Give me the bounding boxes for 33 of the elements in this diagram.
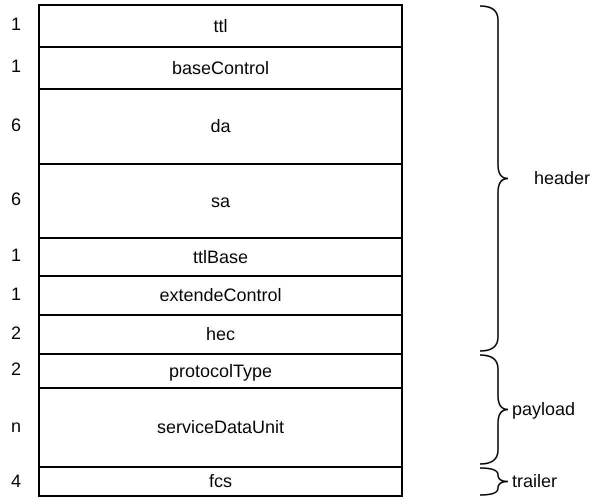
section-label: trailer <box>512 470 558 492</box>
byte-count: 6 <box>10 189 22 210</box>
field-row <box>38 275 403 316</box>
field-name: serviceDataUnit <box>156 417 284 438</box>
byte-count: 1 <box>10 56 22 77</box>
byte-count: 1 <box>10 14 22 35</box>
field-name: ttl <box>213 16 228 36</box>
byte-count: 1 <box>10 284 22 304</box>
field-row <box>38 163 403 239</box>
field-name: hec <box>206 324 236 345</box>
field-name: baseControl <box>172 58 270 78</box>
field-name: da <box>210 116 231 137</box>
field-row <box>38 88 403 165</box>
byte-count: 2 <box>10 322 22 344</box>
field-name: fcs <box>208 471 232 492</box>
field-row <box>38 237 403 277</box>
byte-count: 1 <box>10 245 22 266</box>
field-row <box>38 314 403 355</box>
section-label: payload <box>512 398 576 420</box>
field-name: sa <box>210 190 230 212</box>
byte-count: 6 <box>10 114 22 136</box>
field-row <box>38 4 403 48</box>
byte-count: 2 <box>10 359 22 380</box>
section-label: header <box>534 168 590 188</box>
field-name: protocolType <box>168 360 272 382</box>
field-name: ttlBase <box>192 246 248 268</box>
field-row <box>38 353 403 389</box>
field-row <box>38 46 403 90</box>
field-row <box>38 387 403 468</box>
field-name: extendeControl <box>159 285 282 306</box>
byte-count: 4 <box>10 470 22 492</box>
byte-count: n <box>10 416 22 436</box>
field-row <box>38 466 403 497</box>
